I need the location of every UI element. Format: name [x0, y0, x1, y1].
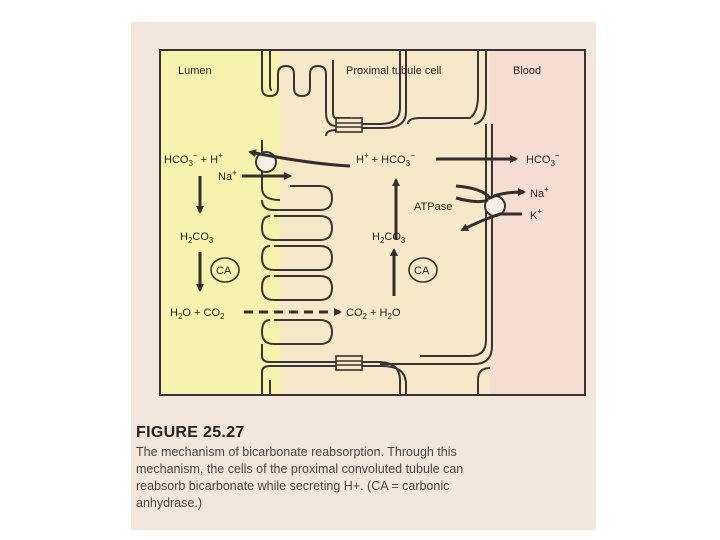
- cell-label: Proximal tubule cell: [346, 65, 441, 77]
- figure-caption: The mechanism of bicarbonate reabsorptio…: [136, 444, 576, 512]
- label-atpase: ATPase: [414, 201, 452, 213]
- label-lumen-ca: CA: [216, 265, 232, 277]
- caption-line: mechanism, the cells of the proximal con…: [136, 461, 576, 478]
- label-cell-h2co3: H2CO3: [372, 231, 406, 245]
- blood-label: Blood: [513, 65, 541, 77]
- caption-line: anhydrase.): [136, 495, 576, 512]
- label-lumen-h2co3: H2CO3: [180, 231, 214, 245]
- caption-line: reabsorb bicarbonate while secreting H+.…: [136, 478, 576, 495]
- caption-line: The mechanism of bicarbonate reabsorptio…: [136, 444, 576, 461]
- label-cell-co2-h2o: CO2 + H2O: [346, 307, 401, 321]
- lumen-label: Lumen: [178, 65, 212, 77]
- label-blood-hco3: HCO3−: [526, 151, 560, 168]
- tight-junction-bottom: [336, 356, 362, 370]
- label-cell-ca: CA: [414, 265, 430, 277]
- tight-junction-top: [336, 118, 362, 132]
- figure-title: FIGURE 25.27: [136, 424, 245, 442]
- blood-region: [490, 50, 585, 395]
